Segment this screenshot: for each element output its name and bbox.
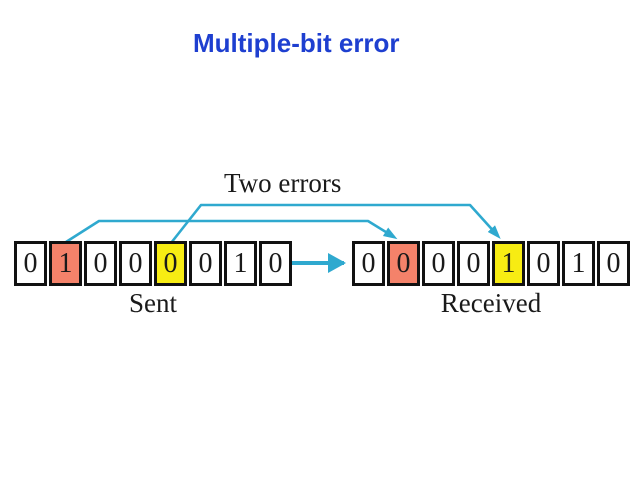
bit-cell-error: 0 <box>387 241 420 286</box>
bit-cell: 0 <box>14 241 47 286</box>
sent-label: Sent <box>128 288 177 318</box>
bit-cell: 0 <box>259 241 292 286</box>
bit-cell: 0 <box>352 241 385 286</box>
bit-cell-error: 0 <box>154 241 187 286</box>
bit-cell-error: 1 <box>49 241 82 286</box>
error-arrow-bit1 <box>65 219 398 244</box>
bit-cell: 1 <box>224 241 257 286</box>
bit-cell: 0 <box>84 241 117 286</box>
bit-cell: 0 <box>119 241 152 286</box>
bit-cell: 0 <box>527 241 560 286</box>
sent-register: 0 1 0 0 0 0 1 0 <box>14 241 292 286</box>
received-label: Received <box>440 288 542 318</box>
received-register: 0 0 0 0 1 0 1 0 <box>352 241 630 286</box>
bit-cell: 0 <box>597 241 630 286</box>
bit-cell: 0 <box>422 241 455 286</box>
bit-cell-error: 1 <box>492 241 525 286</box>
two-errors-label: Two errors <box>224 168 342 198</box>
slide-title: Multiple-bit error <box>193 28 400 58</box>
bit-cell: 0 <box>457 241 490 286</box>
bit-cell: 1 <box>562 241 595 286</box>
bit-cell: 0 <box>189 241 222 286</box>
error-arrow-bit4 <box>169 203 501 244</box>
